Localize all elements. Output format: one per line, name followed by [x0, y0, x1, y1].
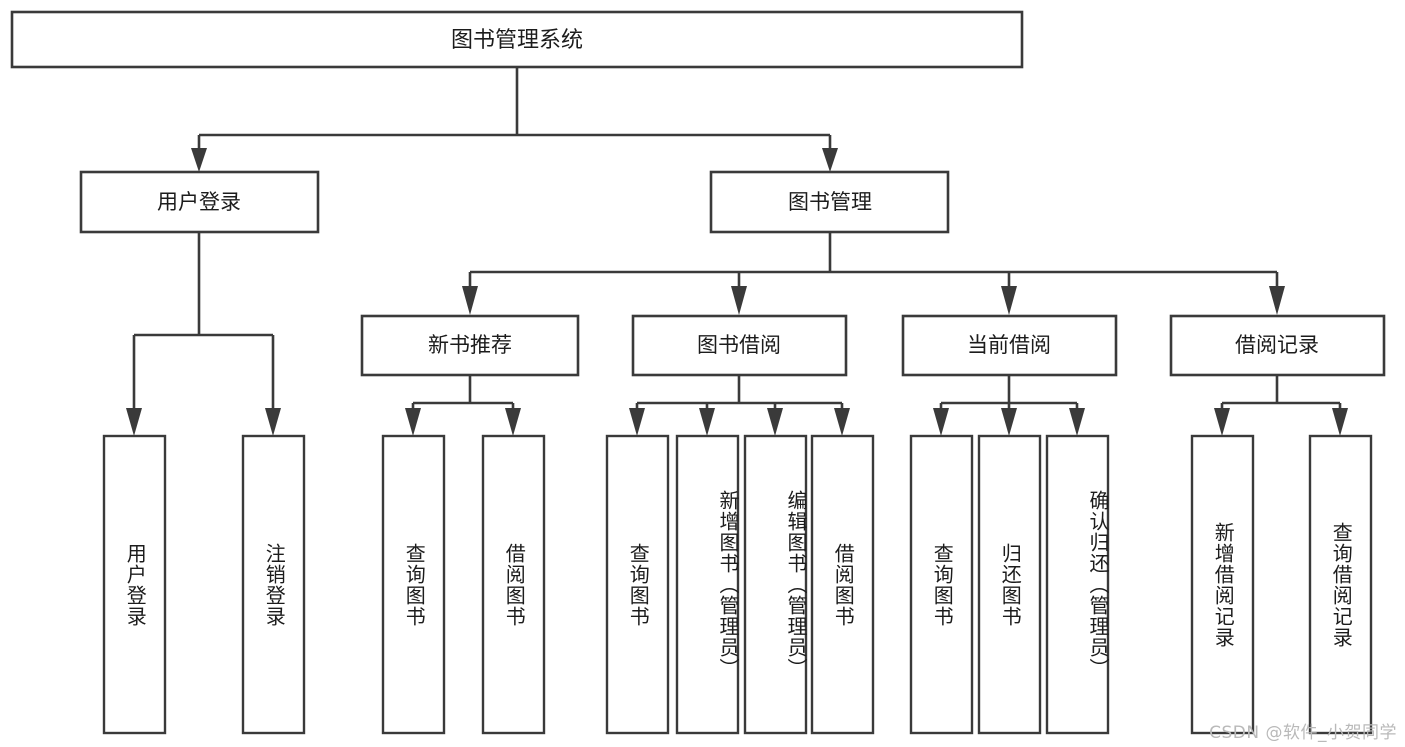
watermark-text: CSDN @软件_小贺同学: [1209, 723, 1397, 743]
node-current-borrow-box[interactable]: [901, 314, 1118, 377]
leaf-box-borrow-record-1[interactable]: [1190, 434, 1255, 735]
node-book-borrow-label: 图书借阅: [697, 333, 781, 357]
leaf-box-current-borrow-3[interactable]: [1045, 434, 1110, 735]
node-current-borrow-label: 当前借阅: [967, 333, 1051, 357]
leaf-box-book-borrow-3[interactable]: [743, 434, 808, 735]
leaf-box-user-login-1[interactable]: [102, 434, 167, 735]
edge-group-bookmanage-to-level3: [462, 232, 1285, 315]
node-book-borrow-box[interactable]: [631, 314, 848, 377]
node-root-box[interactable]: [10, 10, 1024, 69]
node-new-book-recommend-box[interactable]: [360, 314, 580, 377]
arrow-head-leaf-user-login: [126, 408, 142, 436]
node-borrow-record-box[interactable]: [1169, 314, 1386, 377]
edge-group-root-to-level2: [191, 67, 838, 172]
arrow-head-leaf-cb-1: [933, 408, 949, 436]
node-root[interactable]: 图书管理系统: [10, 10, 1024, 69]
arrow-head-to-new-book: [462, 286, 478, 315]
node-book-manage-box[interactable]: [709, 170, 950, 234]
node-root-label: 图书管理系统: [451, 28, 583, 53]
node-new-book-recommend[interactable]: 新书推荐: [360, 314, 580, 377]
node-user-login-box[interactable]: [79, 170, 320, 234]
edge-group-bookborrow-to-leaves: [629, 375, 850, 436]
node-user-login[interactable]: 用户登录: [79, 170, 320, 234]
arrow-head-leaf-nb-2: [505, 408, 521, 436]
node-book-borrow[interactable]: 图书借阅: [631, 314, 848, 377]
node-borrow-record[interactable]: 借阅记录: [1169, 314, 1386, 377]
arrow-head-leaf-logout: [265, 408, 281, 436]
node-current-borrow[interactable]: 当前借阅: [901, 314, 1118, 377]
leaf-box-current-borrow-1[interactable]: [909, 434, 974, 735]
leaf-box-book-borrow-4[interactable]: [810, 434, 875, 735]
arrow-head-to-book-borrow: [731, 286, 747, 315]
node-book-manage-label: 图书管理: [788, 190, 872, 214]
arrow-head-leaf-cb-2: [1001, 408, 1017, 436]
arrow-head-to-user-login: [191, 148, 207, 172]
leaf-box-book-borrow-1[interactable]: [605, 434, 670, 735]
arrow-head-leaf-bb-1: [629, 408, 645, 436]
arrow-head-leaf-bb-3: [767, 408, 783, 436]
edge-group-currentborrow-to-leaves: [933, 375, 1085, 436]
node-borrow-record-label: 借阅记录: [1235, 333, 1319, 357]
leaf-box-new-book-2[interactable]: [481, 434, 546, 735]
edge-group-userlogin-to-leaves: [126, 232, 281, 436]
arrow-head-leaf-nb-1: [405, 408, 421, 436]
arrow-head-leaf-bb-4: [834, 408, 850, 436]
node-new-book-recommend-label: 新书推荐: [428, 333, 512, 357]
edge-group-newbook-to-leaves: [405, 375, 521, 436]
node-user-login-label: 用户登录: [157, 190, 241, 214]
arrow-head-to-current-borrow: [1001, 286, 1017, 315]
node-book-manage[interactable]: 图书管理: [709, 170, 950, 234]
leaf-box-borrow-record-2[interactable]: [1308, 434, 1373, 735]
arrow-head-leaf-br-2: [1332, 408, 1348, 436]
arrow-head-to-borrow-record: [1269, 286, 1285, 315]
arrow-head-leaf-br-1: [1214, 408, 1230, 436]
leaf-box-new-book-1[interactable]: [381, 434, 446, 735]
leaf-box-user-login-2[interactable]: [241, 434, 306, 735]
edge-group-borrowrecord-to-leaves: [1214, 375, 1348, 436]
leaf-box-current-borrow-2[interactable]: [977, 434, 1042, 735]
leaf-box-book-borrow-2[interactable]: [675, 434, 740, 735]
arrow-head-leaf-bb-2: [699, 408, 715, 436]
arrow-head-leaf-cb-3: [1069, 408, 1085, 436]
arrow-head-to-book-manage: [822, 148, 838, 172]
